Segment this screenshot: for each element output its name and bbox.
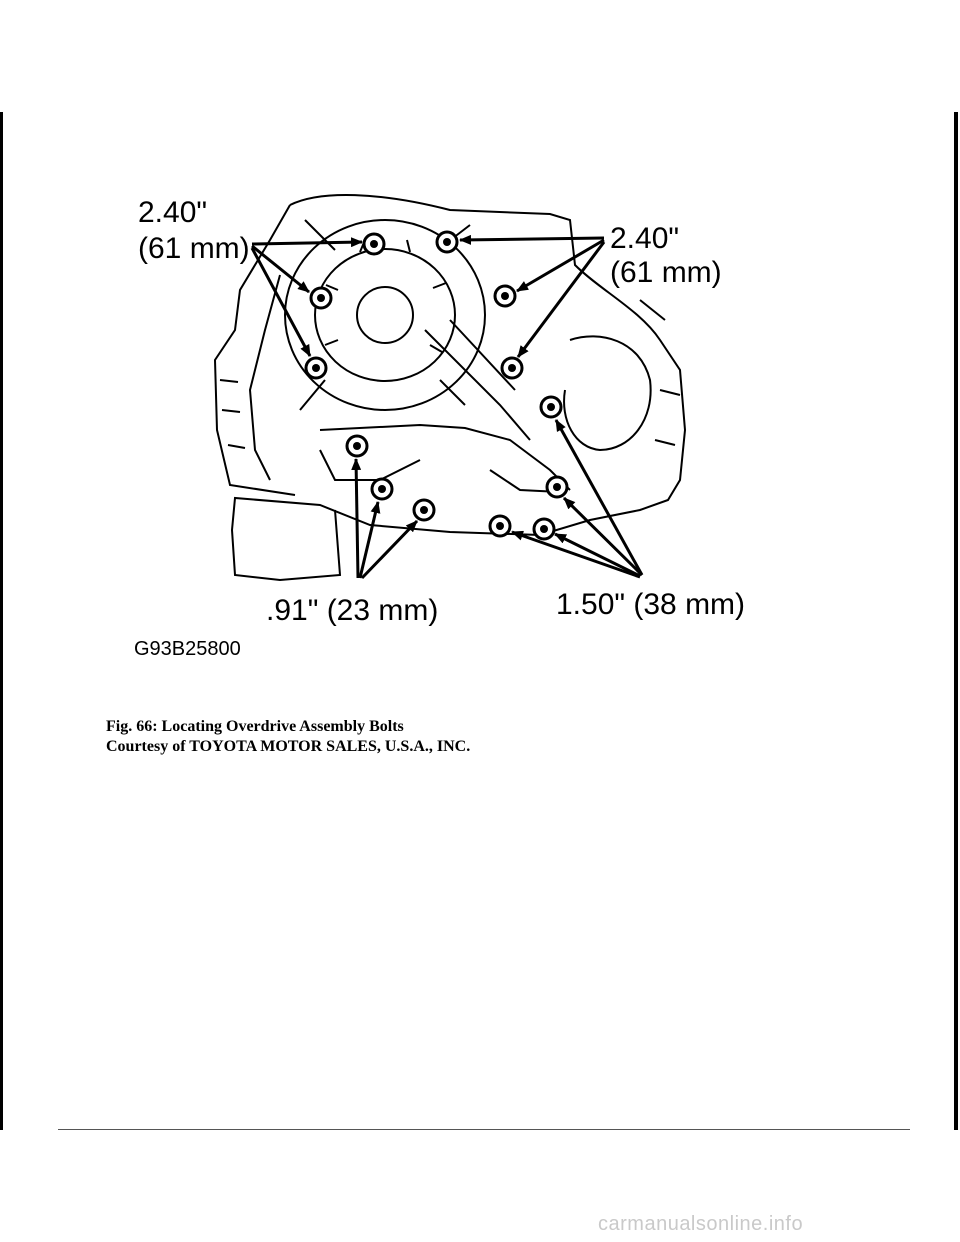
callout-bottom-right: 1.50" (38 mm) xyxy=(556,588,745,621)
overdrive-bolt-diagram: 2.40" (61 mm) 2.40" (61 mm) .91" (23 mm)… xyxy=(120,180,760,670)
left-margin-rule xyxy=(0,112,3,1130)
watermark-text: carmanualsonline.info xyxy=(598,1213,804,1235)
bolt-heads xyxy=(304,230,569,541)
callout-top-right-metric: (61 mm) xyxy=(610,256,722,289)
transaxle-housing-drawing xyxy=(213,193,687,582)
bottom-rule xyxy=(58,1129,910,1130)
caption-title: Fig. 66: Locating Overdrive Assembly Bol… xyxy=(106,718,404,735)
callout-top-right-size: 2.40" xyxy=(610,222,679,255)
caption-credit: Courtesy of TOYOTA MOTOR SALES, U.S.A., … xyxy=(106,738,471,755)
callout-top-left-size: 2.40" xyxy=(138,196,207,229)
figure-code: G93B25800 xyxy=(134,638,241,660)
right-margin-rule xyxy=(954,112,958,1130)
callout-top-left-metric: (61 mm) xyxy=(138,232,250,265)
figure-caption: Fig. 66: Locating Overdrive Assembly Bol… xyxy=(106,717,470,757)
leader-arrows xyxy=(250,234,644,580)
callout-bottom-left: .91" (23 mm) xyxy=(266,594,438,627)
